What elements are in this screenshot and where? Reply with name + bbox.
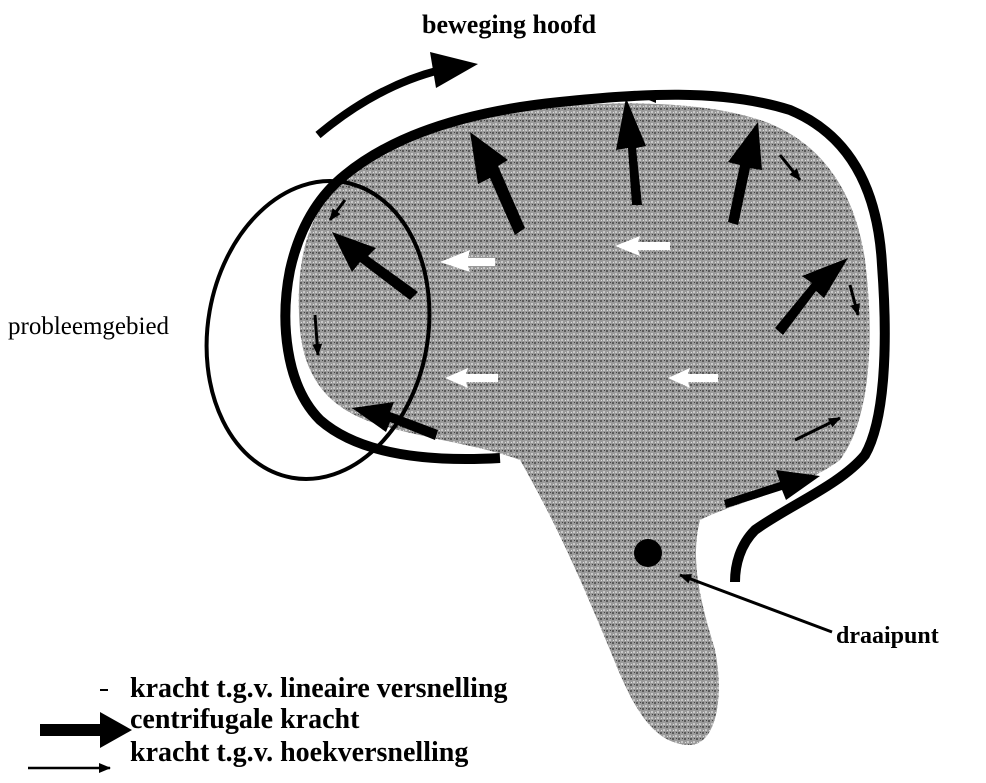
pivot-label: draaipunt <box>836 623 939 649</box>
legend: kracht t.g.v. lineaire versnelling centr… <box>28 673 507 768</box>
legend-label-angular: kracht t.g.v. hoekversnelling <box>130 737 468 768</box>
head-motion-label: beweging hoofd <box>422 10 597 39</box>
problem-area-label: probleemgebied <box>8 313 170 340</box>
legend-label-linear: kracht t.g.v. lineaire versnelling <box>130 673 507 704</box>
pivot-dot <box>634 539 662 567</box>
legend-thick-arrow-icon <box>40 712 132 748</box>
head-motion-arrowhead <box>430 52 478 88</box>
legend-label-centrifugal: centrifugale kracht <box>130 704 360 735</box>
head-motion-arrow <box>318 70 440 135</box>
